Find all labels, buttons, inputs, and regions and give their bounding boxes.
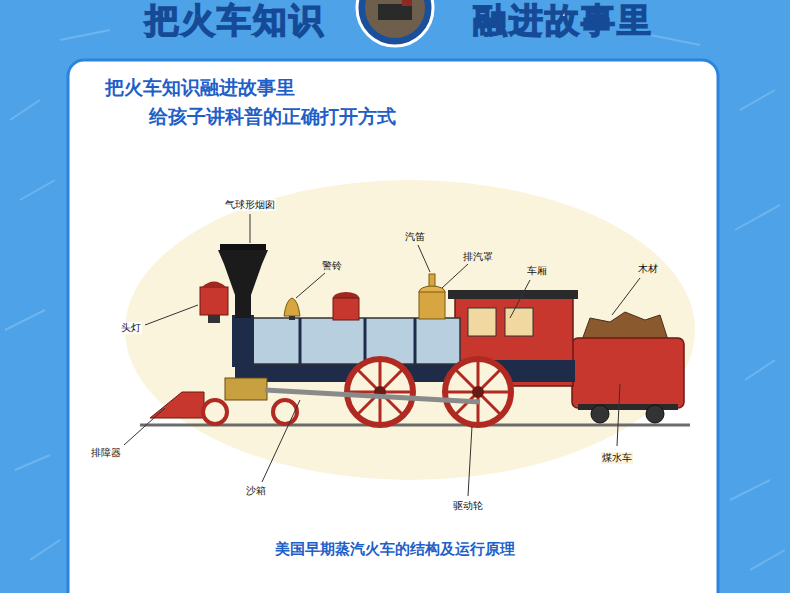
part-label: 车厢 (526, 265, 548, 277)
subtitle: 给孩子讲科普的正确打开方式 (149, 106, 396, 128)
banner-text: 把火车知识 (145, 1, 325, 40)
part-label: 气球形烟囱 (224, 199, 276, 211)
part-label: 排障器 (90, 447, 122, 459)
part-label: 头灯 (120, 322, 142, 334)
title: 把火车知识融进故事里 (105, 77, 295, 99)
part-label: 木材 (637, 263, 659, 275)
part-label: 警铃 (321, 260, 343, 272)
caption: 美国早期蒸汽火车的结构及运行原理 (275, 541, 515, 558)
banner-text: 融进故事里 (473, 1, 653, 40)
part-label: 驱动轮 (452, 500, 484, 512)
part-label: 汽笛 (404, 231, 426, 243)
part-label: 排汽罩 (462, 251, 494, 263)
part-label: 沙箱 (245, 485, 267, 497)
part-label: 煤水车 (601, 452, 633, 464)
